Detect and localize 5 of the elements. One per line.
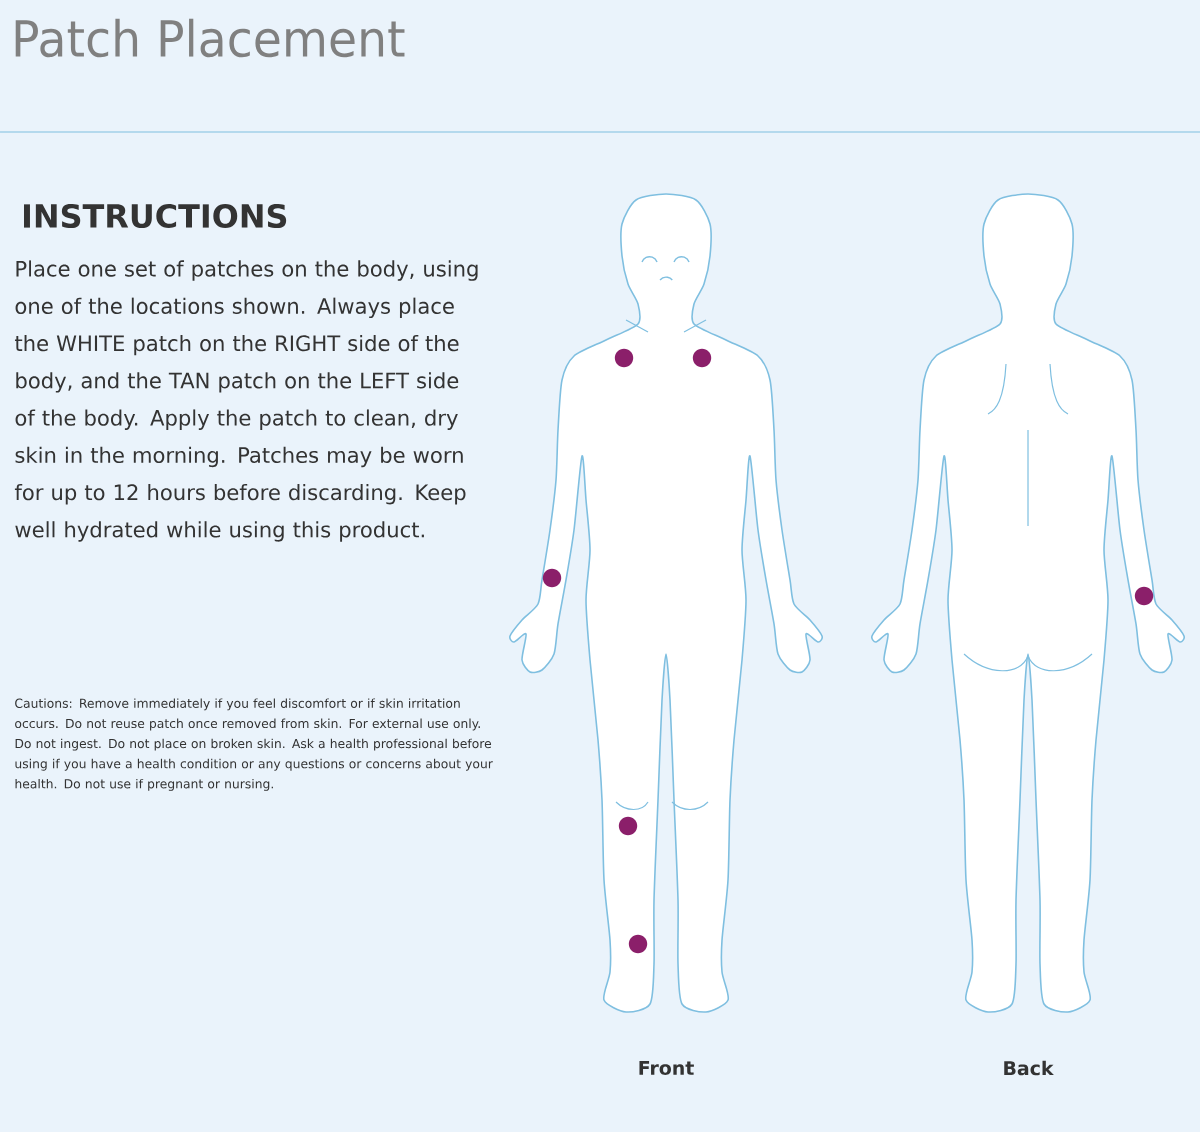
figure-label: Back — [1004, 1060, 1054, 1076]
instructions-text: Place one set of patches on the body, using one of the locations shown. Always place the WHITE patch on the RIGHT side of the body, and the TAN patch on the LEFT side of the body. Apply the patch to clean, dry skin in the morning. Patches may be worn for up to 12 hours before discarding. Keep well hydrated while using this product. — [14, 260, 478, 542]
figure-label: Front — [639, 1060, 694, 1076]
heading: INSTRUCTIONS — [24, 203, 287, 229]
page-title: Patch Placement — [15, 18, 405, 58]
